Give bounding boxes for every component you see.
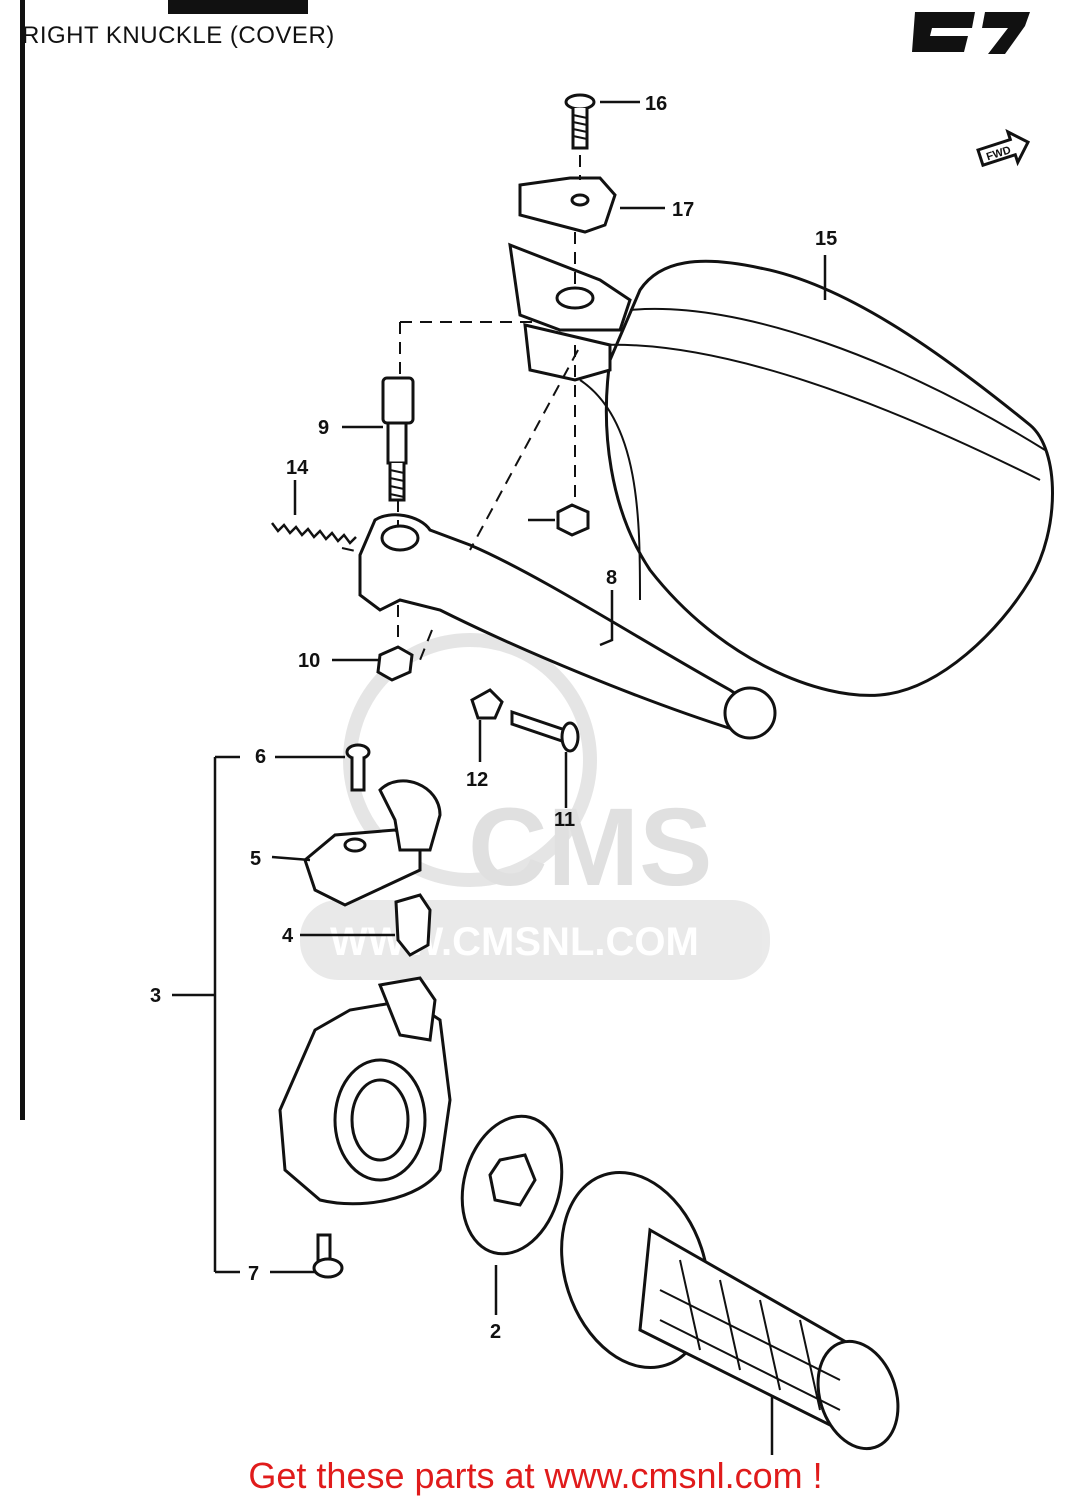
screw-7	[312, 1233, 344, 1279]
callout-5: 5	[250, 848, 261, 870]
screw-15	[564, 93, 596, 150]
guard-bracket	[508, 242, 632, 382]
cable-end-4	[394, 893, 432, 957]
callout-6: 6	[255, 746, 266, 768]
callout-3: 3	[150, 985, 161, 1007]
footer-link-text[interactable]: Get these parts at www.cmsnl.com !	[248, 1455, 823, 1496]
nut-10	[376, 645, 414, 682]
nut-17	[556, 503, 590, 537]
assembly-lines	[341, 155, 581, 661]
leader-lines	[172, 100, 827, 1455]
callout-14: 15	[815, 228, 837, 250]
callout-9: 9	[318, 417, 329, 439]
throttle-grip	[560, 1170, 900, 1451]
screw-6	[345, 743, 371, 792]
spring-13	[271, 522, 357, 545]
callout-13: 14	[286, 457, 309, 479]
diagram-title: RIGHT KNUCKLE (COVER)	[22, 22, 335, 49]
callout-2: 2	[490, 1321, 501, 1343]
callout-15: 16	[645, 93, 667, 115]
header-mark	[20, 0, 308, 1120]
throttle-pulley	[460, 1114, 564, 1256]
fwd-arrow-icon: FWD	[976, 128, 1031, 168]
screw-11	[510, 709, 580, 753]
brake-lever	[358, 513, 777, 740]
callout-4: 4	[282, 925, 294, 947]
watermark-brand: CMS	[468, 786, 712, 909]
callout-16: 17	[672, 199, 694, 221]
callout-7: 7	[248, 1263, 259, 1285]
watermark-url: WWW.CMSNL.COM	[330, 920, 699, 964]
throttle-housing	[278, 976, 452, 1206]
cable-clamp	[303, 779, 442, 907]
callout-labels: 16 17 15 9 14 8 10 12 11 6 5 4 3 7 2	[150, 93, 837, 1343]
collar-12	[470, 688, 504, 720]
callout-8: 8	[606, 567, 617, 589]
clamp-plate	[518, 176, 617, 234]
callout-11: 11	[554, 809, 575, 831]
corner-mark	[912, 12, 1030, 54]
callout-12: 12	[466, 769, 488, 791]
hand-guard-cover	[579, 259, 1054, 697]
callout-10: 10	[298, 650, 320, 672]
bolt-9	[381, 376, 415, 502]
